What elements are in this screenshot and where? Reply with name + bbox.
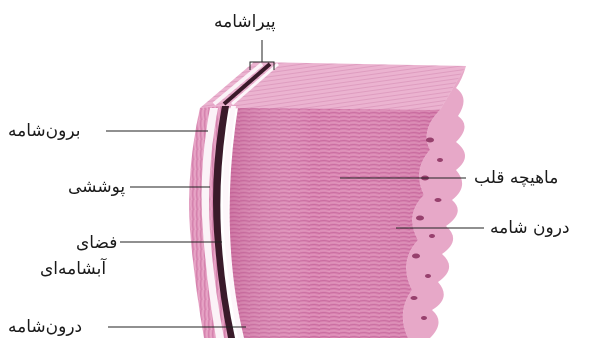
label-epicardium: برون‌شامه [8,121,80,141]
label-endocardium-right: درون شامه [490,218,570,238]
label-pericardial-space-line2: آبشامه‌ای [40,259,106,279]
label-endocardium-left: درون‌شامه [8,317,82,337]
label-myocardium: ماهیچه قلب [474,168,558,188]
label-pericardium: پیراشامه [214,12,276,32]
label-pericardial-space-line1: فضای [76,233,117,253]
label-covering: پوششی [68,177,125,197]
